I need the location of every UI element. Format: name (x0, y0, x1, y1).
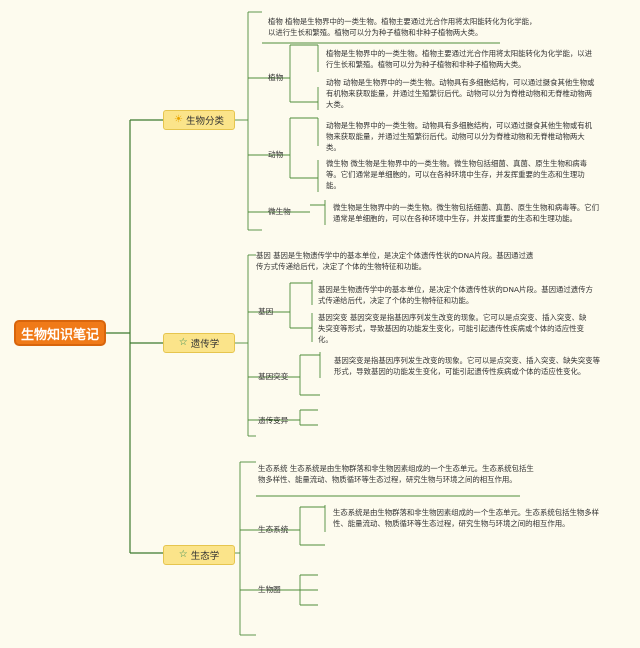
category-label: 生态学 (190, 551, 220, 562)
category-label: 生物分类 (185, 116, 224, 127)
category-ecology[interactable]: ☆ 生态学 (163, 545, 235, 565)
animal-note-1: 动物是生物界中的一类生物。动物具有多细胞结构，可以通过摄食其他生物或有机物来获取… (326, 121, 593, 152)
gene-note-2: 基因突变 基因突变是指基因序列发生改变的现象。它可以是点突变、插入突变、缺失突变… (318, 313, 587, 344)
genetics-intro-note: 基因 基因是生物遗传学中的基本单位，是决定个体遗传性状的DNA片段。基因通过遗传… (256, 251, 534, 271)
star-icon: ☆ (178, 549, 188, 560)
node-ecosystem[interactable]: 生态系统 (258, 525, 289, 534)
ecosystem-note-1: 生态系统是由生物群落和非生物因素组成的一个生态单元。生态系统包括生物多样性、能量… (333, 508, 600, 528)
node-microorganism[interactable]: 微生物 (268, 207, 291, 216)
category-genetics[interactable]: ☆ 遗传学 (163, 333, 235, 353)
node-genetic-variation[interactable]: 遗传变异 (258, 416, 289, 425)
node-gene[interactable]: 基因 (258, 307, 274, 316)
node-biosphere[interactable]: 生物圈 (258, 585, 281, 594)
category-biological-classification[interactable]: ☀ 生物分类 (163, 110, 235, 130)
micro-note-1: 微生物是生物界中的一类生物。微生物包括细菌、真菌、原生生物和病毒等。它们通常是单… (333, 203, 600, 223)
mutation-note-1: 基因突变是指基因序列发生改变的现象。它可以是点突变、插入突变、缺失突变等形式，导… (334, 356, 601, 376)
sun-icon: ☀ (174, 114, 183, 125)
gene-note-1: 基因是生物遗传学中的基本单位，是决定个体遗传性状的DNA片段。基因通过遗传方式传… (318, 285, 593, 305)
root-node[interactable]: 生物知识笔记 (14, 320, 106, 346)
category-label: 遗传学 (190, 339, 220, 350)
plant-note-2: 动物 动物是生物界中的一类生物。动物具有多细胞结构，可以通过摄食其他生物或有机物… (326, 78, 595, 109)
node-animal[interactable]: 动物 (268, 150, 284, 159)
ecology-intro-note: 生态系统 生态系统是由生物群落和非生物因素组成的一个生态单元。生态系统包括生物多… (258, 464, 534, 484)
classification-intro-note: 植物 植物是生物界中的一类生物。植物主要通过光合作用将太阳能转化为化学能，以进行… (268, 17, 537, 37)
animal-note-2: 微生物 微生物是生物界中的一类生物。微生物包括细菌、真菌、原生生物和病毒等。它们… (326, 159, 588, 190)
node-plant[interactable]: 植物 (268, 73, 284, 82)
plant-note-1: 植物是生物界中的一类生物。植物主要通过光合作用将太阳能转化为化学能，以进行生长和… (326, 49, 593, 69)
star-icon: ☆ (178, 337, 188, 348)
node-gene-mutation[interactable]: 基因突变 (258, 372, 289, 381)
